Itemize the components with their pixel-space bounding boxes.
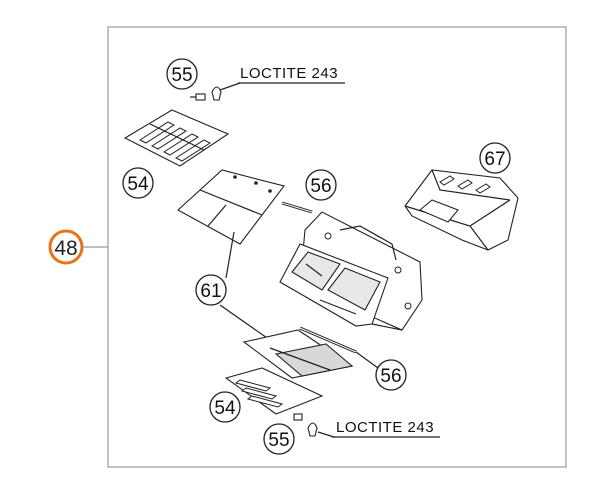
svg-text:55: 55 [268,430,289,451]
assembly-number-badge[interactable]: 48 [48,229,84,265]
reed-petals-bottom-part [224,367,324,415]
cover-67-part [404,169,519,251]
svg-text:54: 54 [127,174,149,195]
note-loctite-top: LOCTITE 243 [240,65,338,82]
assembly-number: 48 [54,237,77,260]
pin-56-top-part [281,201,313,214]
leader-61-up [225,231,235,279]
note-loctite-bottom: LOCTITE 243 [336,419,434,436]
callout-56-bottom[interactable]: 56 [375,359,407,391]
svg-text:55: 55 [171,65,192,86]
leader-note-top [219,82,241,91]
leader-61-down [219,304,271,341]
reed-valve-body-part [279,211,423,331]
screw-55-top-part [190,86,222,101]
svg-text:67: 67 [484,149,505,170]
callout-55-top[interactable]: 55 [166,58,198,90]
svg-text:54: 54 [214,398,236,419]
svg-text:56: 56 [310,176,331,197]
svg-text:61: 61 [200,281,221,302]
svg-text:56: 56 [380,366,401,387]
callout-56-top[interactable]: 56 [305,169,337,201]
callout-54-bottom[interactable]: 54 [209,391,241,423]
callout-67[interactable]: 67 [479,142,511,174]
leader-note-bottom [317,431,335,438]
leader-56-bottom [355,351,379,369]
callout-55-bottom[interactable]: 55 [263,423,295,455]
callout-54-top[interactable]: 54 [122,167,154,199]
screw-55-bottom-part [293,413,318,437]
reed-petals-top-part [123,109,230,167]
pin-56-bottom-part [299,326,357,354]
callout-61[interactable]: 61 [195,274,227,306]
stop-plate-upper-part [177,169,285,245]
stop-plate-lower-part [242,329,354,379]
